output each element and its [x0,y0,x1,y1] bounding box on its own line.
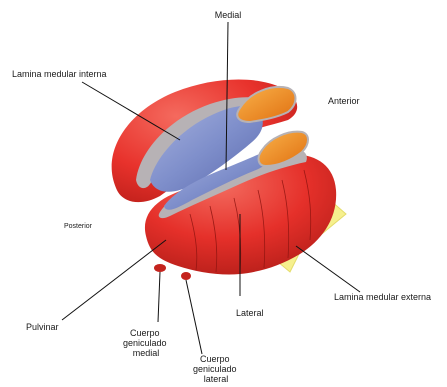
leader-cuerpo-medial [158,272,160,322]
label-lateral: Lateral [236,308,264,318]
label-lamina-interna: Lamina medular interna [12,69,107,79]
label-posterior: Posterior [64,223,93,230]
geniculate-medial-nodule [154,264,166,272]
label-anterior: Anterior [328,96,360,106]
leader-lamina-externa [296,246,360,292]
label-cuerpo-medial: Cuerpo geniculado medial [123,328,169,358]
label-cuerpo-lateral: Cuerpo geniculado lateral [193,354,239,384]
geniculate-lateral-nodule [181,272,191,280]
label-pulvinar: Pulvinar [26,322,59,332]
leader-cuerpo-lateral [186,280,202,354]
label-lamina-externa: Lamina medular externa [334,292,431,302]
label-medial: Medial [215,10,242,20]
leader-pulvinar [62,240,166,320]
